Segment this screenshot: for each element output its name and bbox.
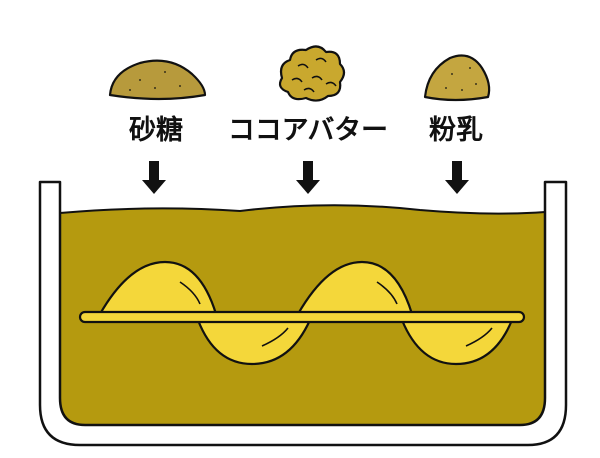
mixing-tank bbox=[38, 180, 568, 447]
label-cocoa-butter: ココアバター bbox=[228, 115, 388, 146]
mixer-lobe-lower-2 bbox=[400, 318, 514, 366]
mixer-lobe-lower-1 bbox=[196, 318, 312, 366]
milk-powder-pile-icon bbox=[423, 54, 491, 102]
arrow-down-icon-cocoa-butter bbox=[296, 161, 320, 194]
cocoa-butter-lumps-icon bbox=[278, 45, 346, 102]
mixer-screw bbox=[78, 260, 526, 366]
mixer-lobe-upper-2 bbox=[296, 260, 414, 316]
label-sugar: 砂糖 bbox=[129, 114, 183, 146]
sugar-pile-icon bbox=[108, 59, 207, 101]
mixer-lobe-upper-1 bbox=[98, 260, 218, 316]
arrow-down-icon-sugar bbox=[142, 161, 166, 194]
arrow-down-icon-milk-powder bbox=[445, 161, 469, 194]
liquid-surface-line bbox=[59, 204, 546, 215]
mixer-shaft bbox=[78, 310, 526, 324]
label-milk-powder: 粉乳 bbox=[429, 115, 483, 146]
